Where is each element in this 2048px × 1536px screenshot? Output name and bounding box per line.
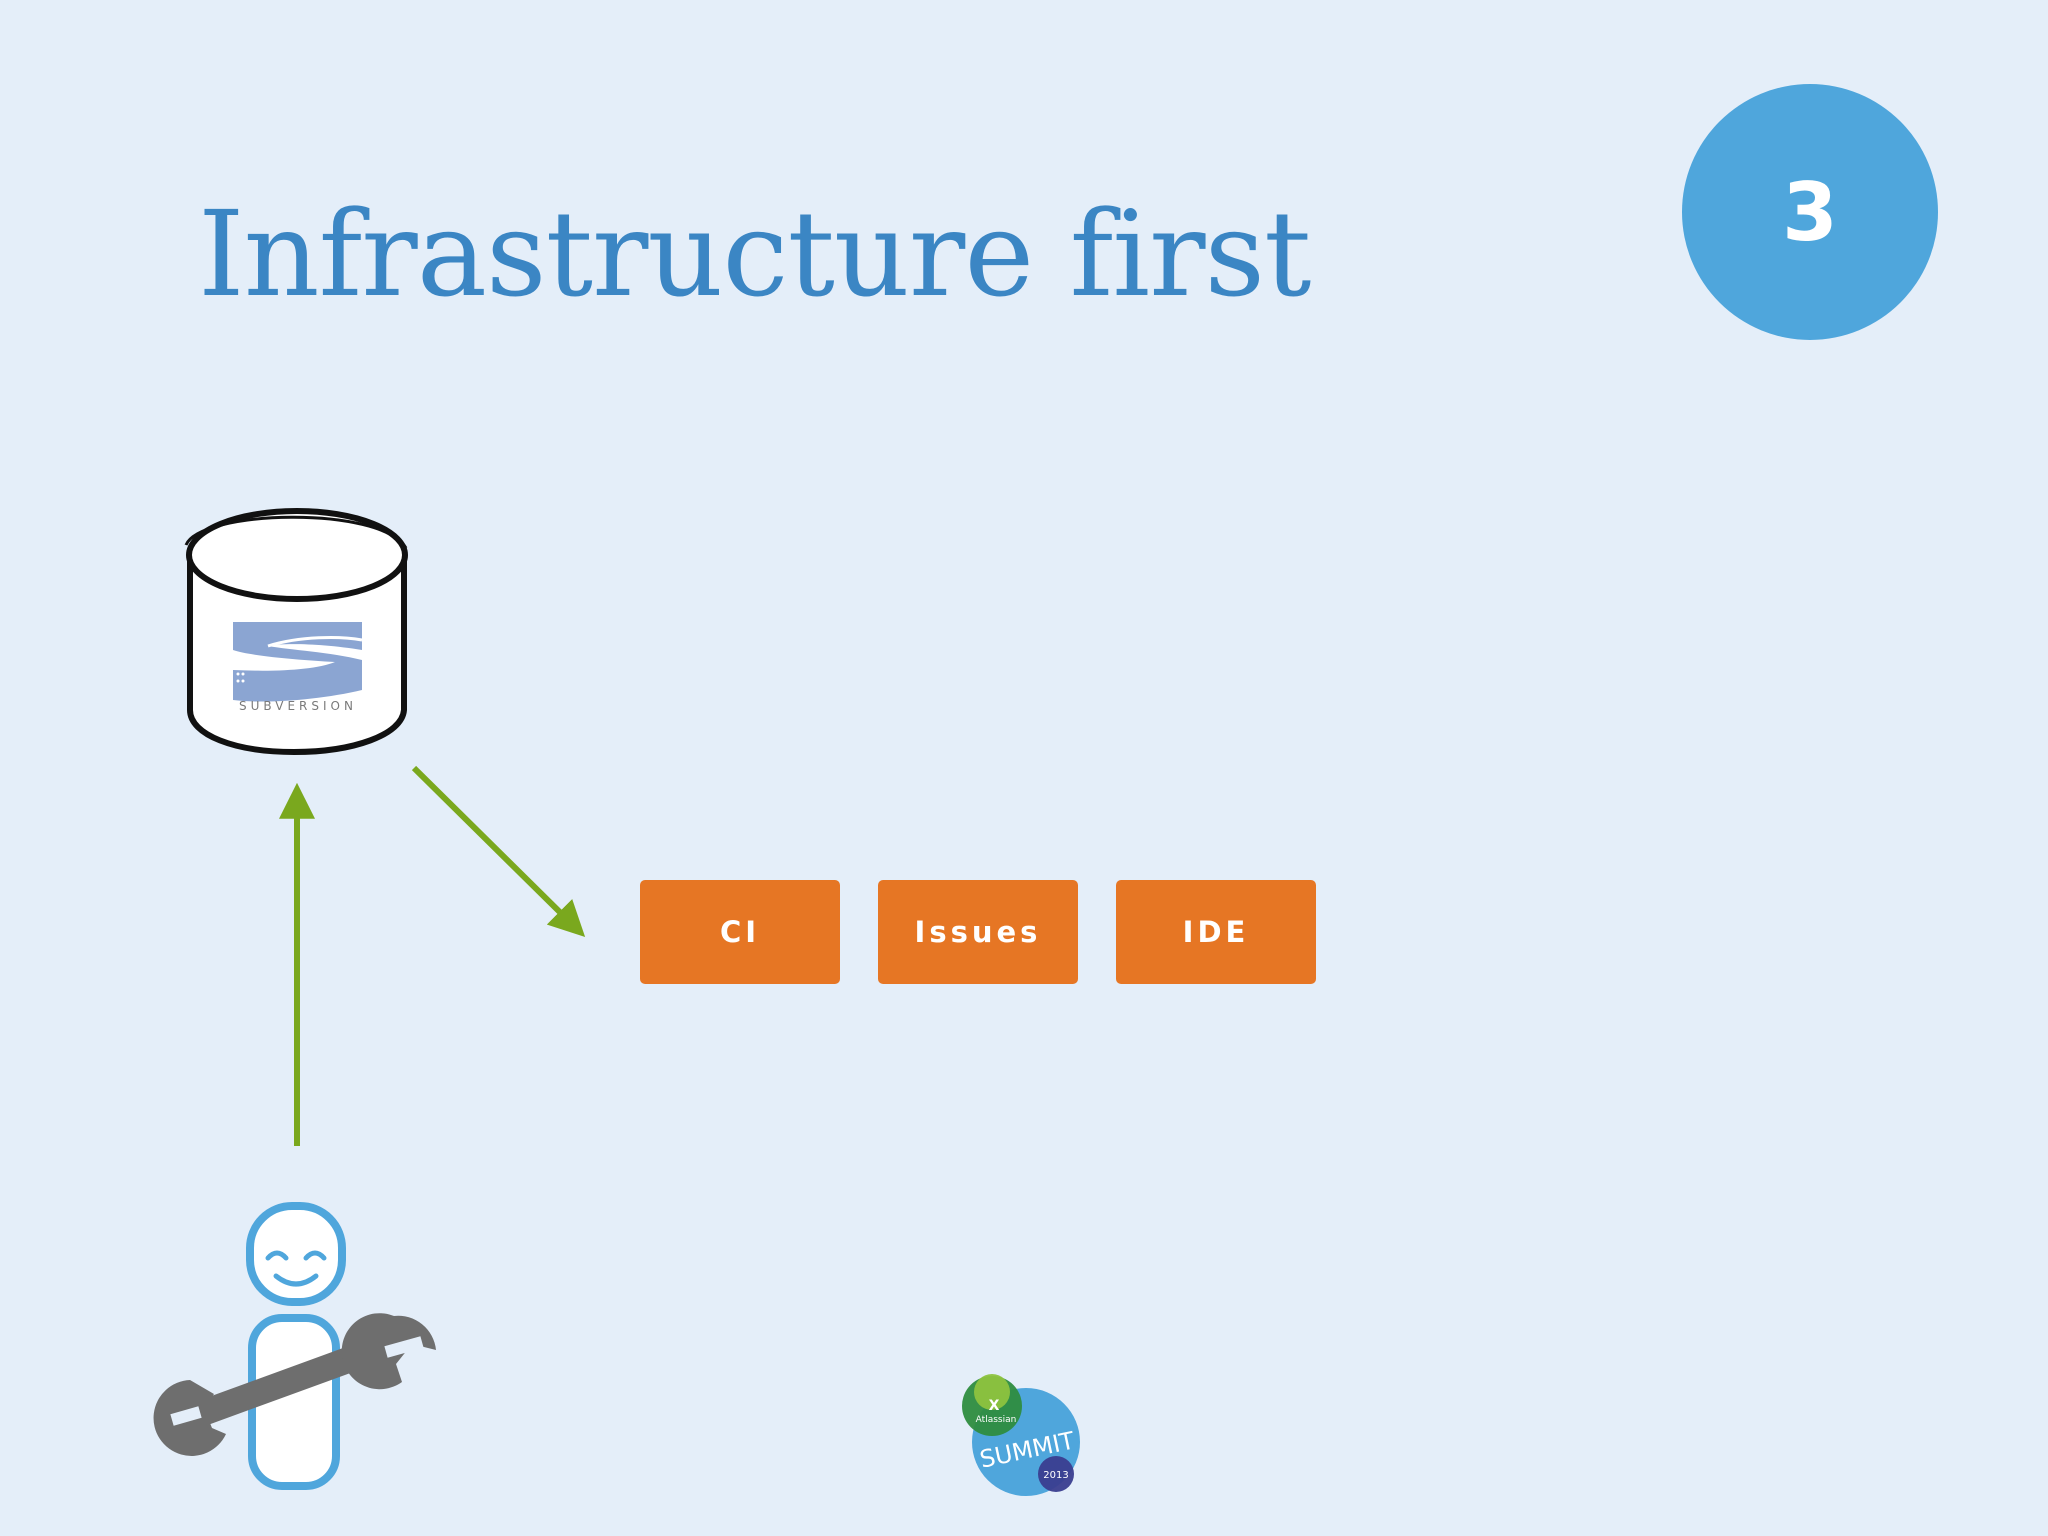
atlassian-summit-logo: X Atlassian SUMMIT 2013: [962, 1374, 1080, 1496]
logo-brand-text: Atlassian: [976, 1415, 1017, 1425]
tool-label-issues: Issues: [914, 915, 1042, 949]
step-number-badge: 3: [1682, 84, 1938, 340]
slide-title: Infrastructure first: [198, 185, 1311, 323]
logo-year-text: 2013: [1043, 1470, 1068, 1481]
tool-box-ci: CI: [640, 880, 840, 984]
tool-label-ide: IDE: [1182, 915, 1250, 949]
wrench-icon: [153, 1313, 436, 1456]
tool-label-ci: CI: [719, 915, 761, 949]
subversion-logo-text: SUBVERSION: [239, 699, 357, 713]
tool-box-ide: IDE: [1116, 880, 1316, 984]
integration-arrow: [411, 765, 586, 938]
step-number: 3: [1782, 165, 1838, 259]
subversion-logo: SUBVERSION: [233, 620, 363, 713]
tool-box-issues: Issues: [878, 880, 1078, 984]
admin-person-icon: [246, 1202, 346, 1490]
svg-text:X: X: [989, 1398, 1000, 1414]
